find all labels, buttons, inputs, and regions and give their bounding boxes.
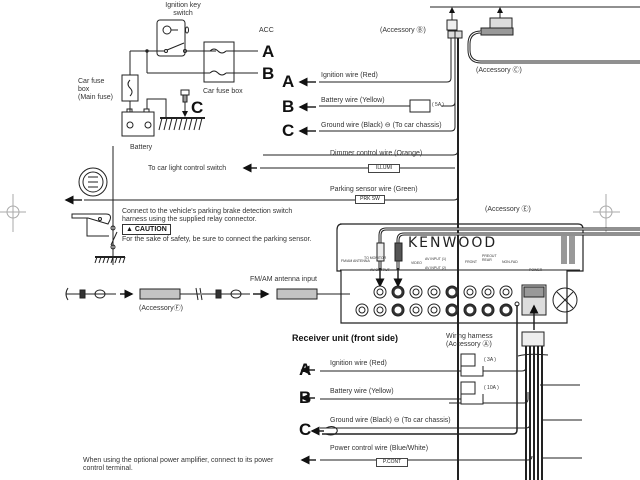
accessory-e-label: (Accessory Ⓔ) — [485, 206, 531, 213]
rca-jack-center — [412, 288, 420, 296]
panel-nonfad: NON-FAD — [502, 260, 518, 264]
parking-note-line-2: harness using the supplied relay connect… — [122, 216, 257, 223]
harness-line-1: Wiring harness — [446, 333, 493, 340]
kenwood-logo: KENWOOD — [408, 235, 498, 251]
ring-terminal-icon — [325, 426, 338, 436]
antenna-input-label: FM/AM antenna input — [250, 276, 317, 283]
panel-av-input-1: AV INPUT (1) — [425, 257, 447, 261]
terminal-b: B — [262, 64, 275, 83]
lower-letter-c: C — [299, 420, 312, 439]
arrow-left-icon — [298, 77, 316, 136]
rca-jack-center — [358, 306, 366, 314]
lower-fuse-b: ( 10A ) — [484, 385, 499, 391]
panel-video: VIDEO — [411, 261, 422, 265]
fuse-holder — [409, 99, 431, 113]
rca-jack-icon — [355, 285, 513, 317]
illumi-tag: ILLUMI — [368, 164, 400, 173]
parking-brake-icon — [71, 213, 111, 225]
rca-jack-center — [394, 288, 402, 296]
rca-jack-center — [448, 306, 456, 314]
panel-av-output: AV OUTPUT — [370, 268, 390, 272]
terminal-c: C — [191, 98, 204, 117]
arrow-left-icon — [300, 365, 324, 465]
main-fuse-line-1: Car fuse — [78, 78, 105, 85]
rca-jack-center — [430, 288, 438, 296]
rca-jack-center — [376, 288, 384, 296]
power-note-line-1: When using the optional power amplifier,… — [83, 457, 274, 464]
panel-fm-am: FM/AM ANTENNA — [341, 259, 370, 263]
acc-label: ACC — [259, 27, 274, 34]
harness-line-2: (Accessory Ⓐ) — [446, 341, 492, 348]
rca-jack-center — [430, 306, 438, 314]
rca-jack-center — [466, 306, 474, 314]
rca-jack-center — [502, 306, 510, 314]
rca-jack-center — [376, 306, 384, 314]
rca-jack-center — [448, 288, 456, 296]
lower-letter-a: A — [299, 360, 312, 379]
dimmer-wire-label: Dimmer control wire (Orange) — [330, 150, 423, 157]
accessory-f-label: (AccessoryⒻ) — [139, 305, 183, 312]
rca-jack-center — [412, 306, 420, 314]
upper-wire-a-label: Ignition wire (Red) — [321, 72, 378, 79]
upper-letter-c: C — [282, 121, 295, 140]
upper-letter-a: A — [282, 72, 295, 91]
ignition-key-switch-label: Ignition key switch — [163, 2, 203, 18]
lower-wire-b-label: Battery wire (Yellow) — [330, 388, 394, 395]
p-cont-tag: P.CONT — [376, 458, 408, 467]
bolt-icon — [180, 89, 190, 117]
accessory-c-label: (Accessory Ⓒ) — [476, 67, 522, 74]
ground-icon — [158, 117, 205, 131]
panel-front: FRONT — [465, 260, 478, 264]
antenna-cable — [65, 287, 350, 301]
lamp-icon — [78, 167, 108, 197]
switch-icon — [110, 225, 118, 250]
fan-vent — [552, 287, 578, 313]
prk-sw-tag: PRK SW — [355, 195, 385, 204]
upper-letter-b: B — [282, 97, 295, 116]
receiver-front-label: Receiver unit (front side) — [292, 333, 399, 343]
lower-wire-a-label: Ignition wire (Red) — [330, 360, 387, 367]
car-fuse-box-label: Car fuse box — [203, 88, 243, 95]
rca-jack-center — [484, 288, 492, 296]
main-fuse-line-3: (Main fuse) — [78, 94, 114, 101]
power-control-note: When using the optional power amplifier,… — [83, 457, 273, 473]
parking-note-line-1: Connect to the vehicle's parking brake d… — [122, 208, 293, 215]
ignition-key-switch — [156, 19, 186, 57]
upper-fuse-b: ( 5A ) — [432, 102, 444, 108]
lower-wire-c-label: Ground wire (Black) ⊖ (To car chassis) — [330, 417, 451, 424]
car-fuse-box — [203, 41, 235, 83]
lower-fuse-a: ( 3A ) — [484, 357, 496, 363]
upper-wire-b-label: Battery wire (Yellow) — [321, 97, 385, 104]
panel-power: POWER — [529, 268, 543, 272]
light-switch-destination: To car light control switch — [148, 165, 227, 172]
parking-wire-label: Parking sensor wire (Green) — [330, 186, 418, 193]
battery-icon — [121, 108, 155, 137]
rca-jack-center — [466, 288, 474, 296]
panel-to-monitor: TO MONITOR — [364, 256, 387, 260]
panel-preout-rear: PREOUT REAR — [482, 254, 497, 262]
ignition-key-switch-text: Ignition key switch — [165, 2, 201, 17]
fuse-icon — [209, 48, 227, 76]
registration-mark-icon — [0, 194, 620, 232]
wiring-harness-label: Wiring harness (Accessory Ⓐ) — [446, 333, 493, 349]
receiver-unit — [336, 223, 584, 324]
caution-badge: ▲ CAUTION — [122, 224, 171, 235]
panel-av-input-2: AV INPUT (2) — [425, 266, 447, 270]
rca-jack-center — [484, 306, 492, 314]
parking-note: Connect to the vehicle's parking brake d… — [122, 208, 292, 224]
power-note-line-2: control terminal. — [83, 465, 133, 472]
lower-letter-b: B — [299, 388, 312, 407]
rca-jack-center — [502, 288, 510, 296]
fuse-holder — [460, 353, 484, 405]
accessory-b-label: (Accessory Ⓑ) — [380, 27, 426, 34]
upper-wire-c-label: Ground wire (Black) ⊖ (To car chassis) — [321, 122, 442, 129]
key-icon — [162, 25, 189, 35]
main-fuse-label: Car fuse box (Main fuse) — [78, 78, 113, 102]
battery-label: Battery — [130, 144, 153, 151]
main-fuse-line-2: box — [78, 86, 90, 93]
terminal-a: A — [262, 42, 275, 61]
power-control-label: Power control wire (Blue/White) — [330, 445, 429, 452]
caution-text: For the sake of safety, be sure to conne… — [122, 236, 312, 243]
rca-jack-center — [394, 306, 402, 314]
